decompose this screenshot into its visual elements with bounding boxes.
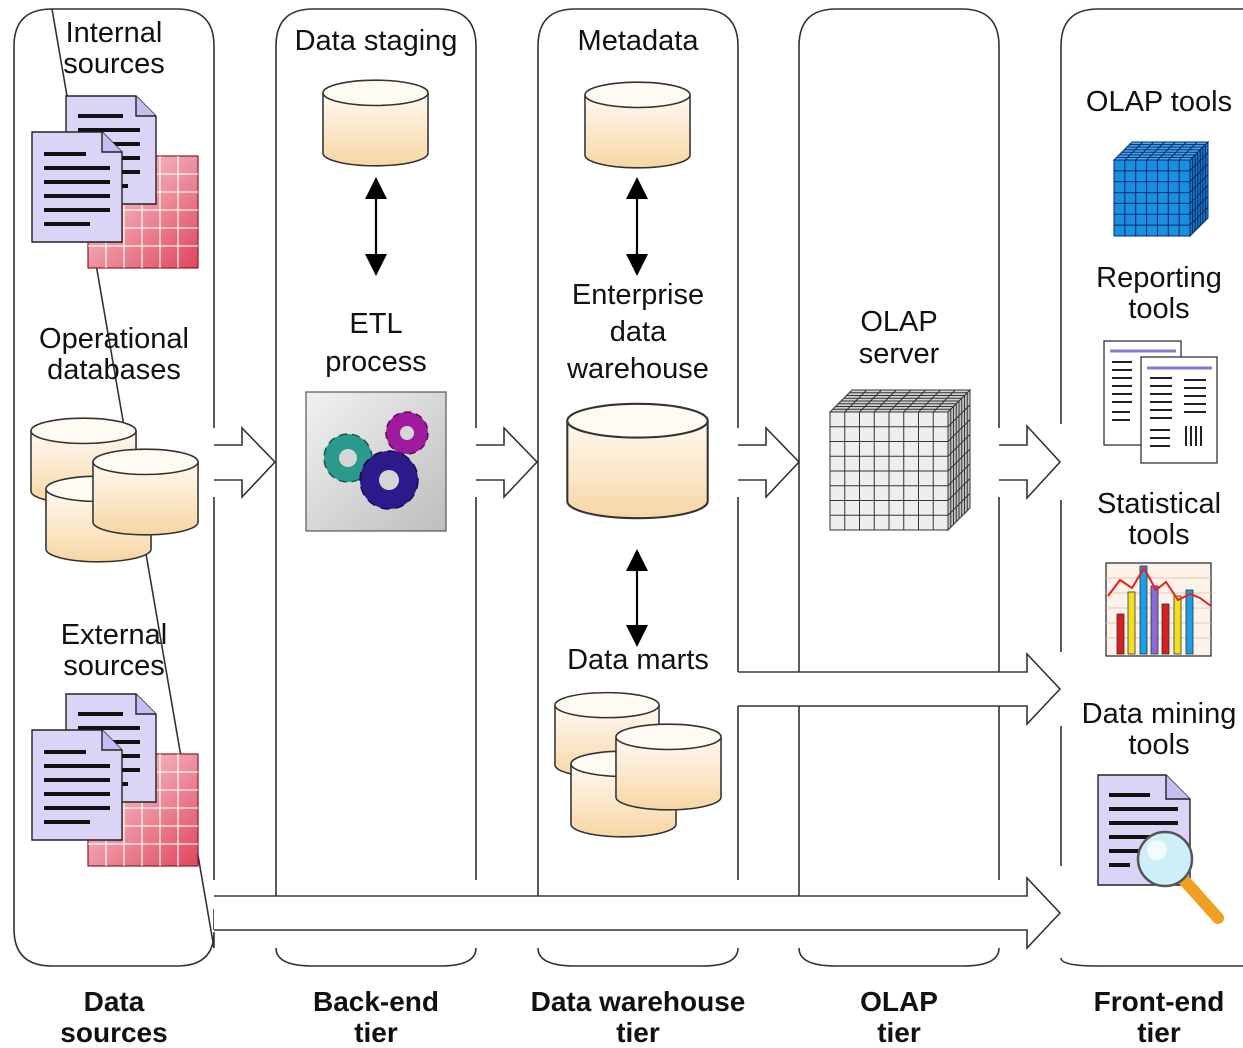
arrow-dw-to-olap [738, 426, 801, 500]
olap-server-label: OLAP server [858, 306, 940, 370]
data-mining-tools-icon [1097, 774, 1224, 924]
back-end-tier-label: Back-end tier [312, 986, 440, 1048]
olap-tier-label: OLAP tier [860, 986, 938, 1048]
external-sources-label: External sources [60, 619, 168, 682]
back-end-panel [275, 8, 477, 967]
operational-databases-label: Operational databases [39, 323, 189, 386]
staging-database-icon [322, 79, 429, 167]
data-mining-tools-label: Data mining tools [1081, 698, 1237, 761]
arrow-olap-to-frontend [999, 423, 1062, 501]
metadata-database-icon [584, 81, 691, 169]
reporting-tools-label: Reporting tools [1096, 262, 1222, 325]
enterprise-dw-label: Enterprise data warehouse [567, 279, 709, 385]
etl-process-label: ETL process [325, 308, 427, 378]
external-sources-icon [30, 692, 200, 868]
etl-gears-icon [305, 391, 447, 532]
statistical-tools-label: Statistical tools [1096, 488, 1222, 551]
arrow-bypass-to-frontend [214, 875, 1062, 951]
arrow-sources-to-staging [214, 426, 277, 500]
data-marts-icon [554, 691, 722, 838]
data-sources-tier-label: Data sources [60, 986, 168, 1048]
data-marts-label: Data marts [567, 644, 709, 676]
statistical-tools-chart-icon [1105, 562, 1212, 657]
internal-sources-label: Internal sources [63, 17, 165, 80]
olap-tools-label: OLAP tools [1085, 86, 1233, 118]
metadata-label: Metadata [577, 25, 699, 57]
operational-databases-icon [30, 417, 199, 563]
arrow-staging-to-dw [476, 426, 539, 500]
data-warehouse-tier-label: Data warehouse tier [530, 986, 746, 1048]
olap-panel [798, 8, 1000, 967]
reporting-tools-icon [1103, 340, 1218, 464]
front-end-tier-label: Front-end tier [1093, 986, 1225, 1048]
data-warehouse-panel [537, 8, 739, 967]
data-sources-panel [13, 8, 215, 967]
internal-sources-icon [30, 94, 200, 270]
data-staging-label: Data staging [294, 25, 458, 57]
olap-tools-cube-icon [1112, 140, 1210, 238]
arrow-marts-to-frontend [738, 651, 1062, 727]
flow-arrows [214, 423, 1062, 951]
olap-server-cube-icon [828, 388, 972, 532]
enterprise-dw-database-icon [566, 402, 709, 520]
front-end-panel [1060, 8, 1243, 967]
